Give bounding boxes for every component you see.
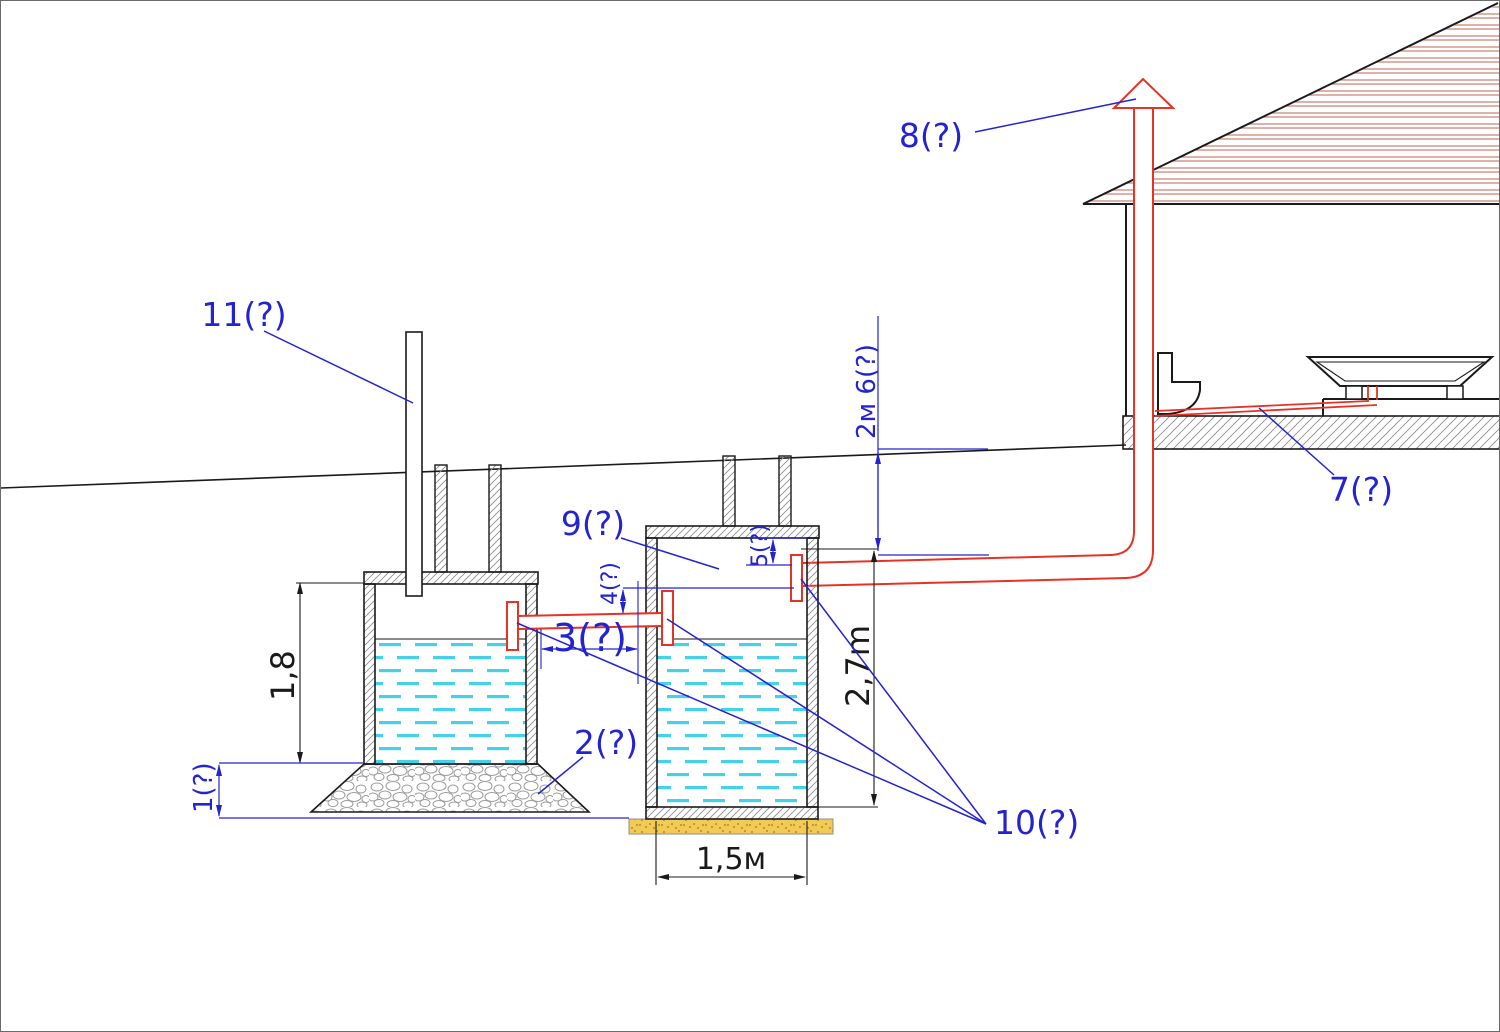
tank2-water	[657, 639, 807, 807]
callout-3: 3(?)	[553, 616, 627, 660]
toilet	[1157, 352, 1201, 415]
pipe-inner-line	[801, 107, 1135, 564]
leader-11	[263, 330, 414, 404]
callout-labels: 8(?) 11(?) 7(?) 9(?) 2(?) 10(?)	[201, 116, 1393, 842]
house	[1082, 2, 1499, 450]
sink-support-right	[1446, 385, 1464, 400]
leader-2	[537, 756, 584, 795]
tank2-lid	[645, 525, 820, 539]
tee-tank1-outlet	[506, 601, 519, 651]
vent-stack-and-inlet-pipe	[801, 77, 1176, 587]
tank1-lid	[363, 571, 539, 585]
callout-leaders	[263, 98, 1335, 825]
floor-slab	[1122, 415, 1499, 450]
dim-tank2-width: 1,5м	[696, 842, 766, 877]
tee-tank2-inlet	[790, 554, 803, 602]
callout-5: 5(?)	[748, 524, 773, 567]
dim-tank1-height: 1,8	[264, 650, 302, 701]
tank1-neck-left	[434, 464, 448, 573]
tank2-floor	[645, 806, 819, 820]
callout-11: 11(?)	[201, 295, 286, 334]
gravel-base	[308, 763, 592, 813]
leader-8	[974, 98, 1137, 133]
leader-10b	[666, 618, 987, 825]
sink-basin-inner	[1315, 361, 1486, 382]
fixtures	[1154, 352, 1499, 417]
sand-base	[628, 818, 834, 835]
ground-line	[1, 444, 1127, 489]
leader-10a	[516, 622, 987, 825]
tank1-neck-right	[488, 464, 502, 573]
tank1-vent-pipe	[405, 331, 423, 597]
tank2-neck-left	[722, 455, 736, 527]
sink-basin	[1305, 356, 1495, 387]
callout-1: 1(?)	[189, 762, 219, 813]
callout-10: 10(?)	[994, 803, 1079, 842]
pipe-outer-line	[801, 107, 1154, 587]
callout-6: 2м 6(?)	[852, 344, 882, 439]
tank1-water	[375, 639, 526, 764]
tank2-neck-right	[778, 455, 792, 527]
callout-7: 7(?)	[1329, 470, 1393, 509]
tee-tank2-outlet	[661, 590, 674, 646]
leader-9	[620, 537, 720, 570]
dimensions: 1,8 1(?) 3(?) 4(?) 5(?) 2м 6(?) 2,7m	[189, 316, 989, 885]
vent-cap-arrow	[1111, 77, 1176, 109]
indoor-drain-pipe	[1154, 386, 1378, 417]
tank1-right-wall	[525, 583, 538, 765]
transfer-pipe-core	[518, 613, 662, 629]
tank2-left-wall	[645, 537, 658, 808]
callout-2: 2(?)	[574, 723, 638, 762]
leader-10c	[800, 578, 987, 825]
callout-9: 9(?)	[561, 504, 625, 543]
callout-4: 4(?)	[598, 562, 623, 605]
septic-tank-2	[628, 455, 834, 835]
leader-7	[1258, 407, 1335, 476]
callout-8: 8(?)	[899, 116, 963, 155]
septic-tank-1	[308, 331, 592, 813]
tank2-right-wall	[806, 537, 819, 808]
tank1-left-wall	[363, 583, 376, 765]
sink-support-left	[1345, 385, 1363, 400]
